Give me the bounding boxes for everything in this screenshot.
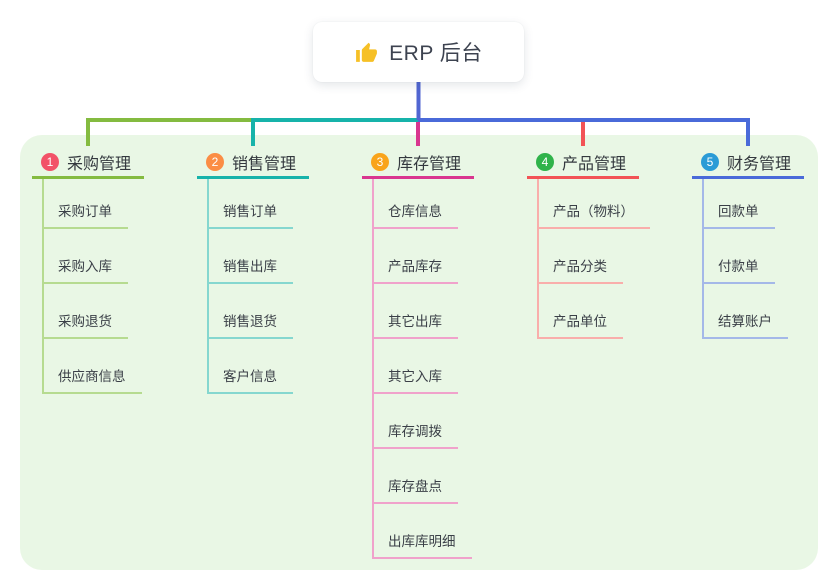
mindmap-leaf-node[interactable]: 销售订单 [207, 179, 293, 229]
leaf-node-label: 销售订单 [209, 200, 293, 229]
branch-item-list: 采购订单采购入库采购退货供应商信息 [42, 179, 144, 394]
mindmap-leaf-node[interactable]: 产品单位 [537, 284, 623, 339]
root-node[interactable]: ERP 后台 [313, 22, 524, 82]
mindmap-leaf-node[interactable]: 库存调拨 [372, 394, 458, 449]
branch-item-list: 仓库信息产品库存其它出库其它入库库存调拨库存盘点出库库明细 [372, 179, 474, 559]
mindmap-leaf-node[interactable]: 库存盘点 [372, 449, 458, 504]
branch-number-badge: 1 [41, 153, 59, 171]
branch-item-list: 产品（物料） 产品分类产品单位 [537, 179, 650, 339]
thumbs-up-icon [356, 42, 378, 62]
leaf-node-label: 产品库存 [374, 255, 458, 284]
leaf-node-label: 回款单 [704, 200, 775, 229]
branch-node[interactable]: 5 财务管理 [692, 148, 804, 179]
mindmap-leaf-node[interactable]: 销售退货 [207, 284, 293, 339]
branch-column: 5 财务管理回款单付款单结算账户 [692, 148, 804, 339]
mindmap-leaf-node[interactable]: 其它出库 [372, 284, 458, 339]
branch-item-list: 销售订单销售出库销售退货客户信息 [207, 179, 309, 394]
mindmap-leaf-node[interactable]: 产品库存 [372, 229, 458, 284]
leaf-node-label: 销售退货 [209, 310, 293, 339]
mindmap-leaf-node[interactable]: 采购入库 [42, 229, 128, 284]
mindmap-leaf-node[interactable]: 供应商信息 [42, 339, 142, 394]
mindmap-leaf-node[interactable]: 产品（物料） [537, 179, 650, 229]
branch-label: 财务管理 [727, 156, 792, 173]
branch-label: 库存管理 [397, 156, 462, 173]
leaf-node-label: 供应商信息 [44, 365, 142, 394]
leaf-node-label: 产品单位 [539, 310, 623, 339]
mindmap-leaf-node[interactable]: 采购退货 [42, 284, 128, 339]
leaf-node-label: 库存调拨 [374, 420, 458, 449]
leaf-node-label: 仓库信息 [374, 200, 458, 229]
leaf-node-label: 销售出库 [209, 255, 293, 284]
branch-column: 3 库存管理仓库信息产品库存其它出库其它入库库存调拨库存盘点出库库明细 [362, 148, 474, 559]
branch-column: 2 销售管理销售订单销售出库销售退货客户信息 [197, 148, 309, 394]
leaf-node-label: 结算账户 [704, 310, 788, 339]
branch-number-badge: 2 [206, 153, 224, 171]
mindmap-leaf-node[interactable]: 结算账户 [702, 284, 788, 339]
leaf-node-label: 付款单 [704, 255, 775, 284]
branch-column: 1 采购管理采购订单采购入库采购退货供应商信息 [32, 148, 144, 394]
leaf-node-label: 产品分类 [539, 255, 623, 284]
branch-node[interactable]: 4 产品管理 [527, 148, 639, 179]
mindmap-leaf-node[interactable]: 客户信息 [207, 339, 293, 394]
leaf-node-label: 客户信息 [209, 365, 293, 394]
mindmap-leaf-node[interactable]: 仓库信息 [372, 179, 458, 229]
leaf-node-label: 其它入库 [374, 365, 458, 394]
mindmap-leaf-node[interactable]: 出库库明细 [372, 504, 472, 559]
mindmap-leaf-node[interactable]: 销售出库 [207, 229, 293, 284]
branch-node[interactable]: 2 销售管理 [197, 148, 309, 179]
branch-label: 采购管理 [67, 156, 132, 173]
branch-number-badge: 3 [371, 153, 389, 171]
leaf-node-label: 采购退货 [44, 310, 128, 339]
mindmap-leaf-node[interactable]: 回款单 [702, 179, 775, 229]
mindmap-leaf-node[interactable]: 采购订单 [42, 179, 128, 229]
mindmap-leaf-node[interactable]: 产品分类 [537, 229, 623, 284]
branch-node[interactable]: 3 库存管理 [362, 148, 474, 179]
branch-label: 产品管理 [562, 156, 627, 173]
branches-background-panel [20, 135, 818, 570]
leaf-node-label: 采购订单 [44, 200, 128, 229]
branch-column: 4 产品管理产品（物料） 产品分类产品单位 [527, 148, 650, 339]
leaf-node-label: 库存盘点 [374, 475, 458, 504]
leaf-node-label: 采购入库 [44, 255, 128, 284]
mindmap-leaf-node[interactable]: 付款单 [702, 229, 775, 284]
leaf-node-label: 其它出库 [374, 310, 458, 339]
branch-label: 销售管理 [232, 156, 297, 173]
branch-item-list: 回款单付款单结算账户 [702, 179, 804, 339]
leaf-node-label: 出库库明细 [374, 530, 472, 559]
branch-number-badge: 4 [536, 153, 554, 171]
root-node-title: ERP 后台 [389, 42, 483, 65]
leaf-node-label: 产品（物料） [539, 200, 650, 229]
branch-number-badge: 5 [701, 153, 719, 171]
branch-node[interactable]: 1 采购管理 [32, 148, 144, 179]
mindmap-leaf-node[interactable]: 其它入库 [372, 339, 458, 394]
